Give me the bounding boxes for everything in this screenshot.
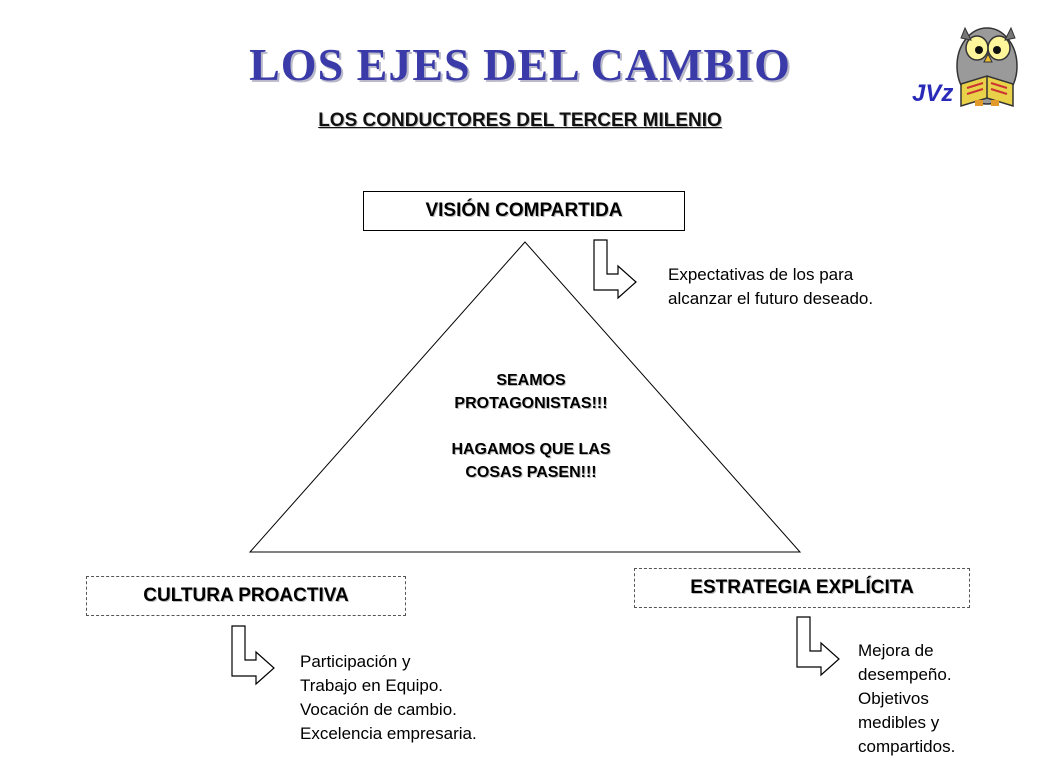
bent-arrow-icon — [231, 625, 275, 686]
node-vision-compartida: VISIÓN COMPARTIDA — [363, 191, 685, 231]
center-line: COSAS PASEN!!! — [465, 464, 597, 481]
description-cultura: Participación y Trabajo en Equipo. Vocac… — [300, 650, 477, 746]
center-line: PROTAGONISTAS!!! — [454, 395, 608, 412]
node-estrategia-explicita: ESTRATEGIA EXPLÍCITA — [634, 568, 970, 608]
description-line: Trabajo en Equipo. — [300, 676, 444, 695]
logo-text: JVz — [912, 80, 954, 107]
description-line: Objetivos — [858, 689, 929, 708]
description-line: Excelencia empresaria. — [300, 724, 477, 743]
description-line: alcanzar el futuro deseado. — [668, 289, 874, 308]
description-line: desempeño. — [858, 665, 952, 684]
description-line: medibles y — [858, 713, 940, 732]
center-line: SEAMOS — [496, 372, 566, 389]
description-vision: Expectativas de los para alcanzar el fut… — [668, 263, 873, 311]
description-estrategia: Mejora de desempeño. Objetivos medibles … — [858, 639, 955, 759]
bent-arrow-icon — [593, 239, 637, 300]
node-cultura-proactiva: CULTURA PROACTIVA — [86, 576, 406, 616]
description-line: Participación y — [300, 652, 411, 671]
center-line: HAGAMOS QUE LAS — [451, 441, 611, 458]
description-line: Expectativas de los para — [668, 265, 854, 284]
description-line: Vocación de cambio. — [300, 700, 457, 719]
description-line: Mejora de — [858, 641, 934, 660]
description-line: compartidos. — [858, 737, 956, 756]
page-subtitle: LOS CONDUCTORES DEL TERCER MILENIO — [318, 110, 722, 131]
bent-arrow-icon — [796, 616, 840, 677]
owl-reading-icon — [956, 26, 1018, 108]
page-title: LOS EJES DEL CAMBIO — [249, 39, 791, 90]
triangle-center-text: SEAMOS PROTAGONISTAS!!! HAGAMOS QUE LAS … — [400, 369, 662, 484]
